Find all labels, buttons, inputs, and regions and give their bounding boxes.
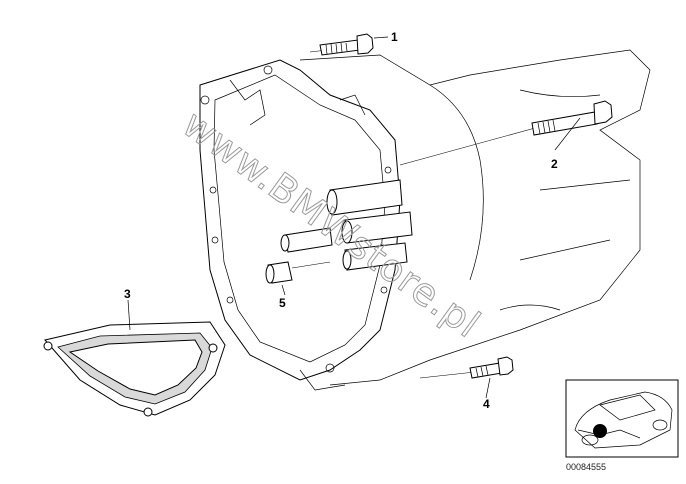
- part-4-short-bolt: [469, 356, 514, 399]
- callout-1: 1: [391, 30, 398, 44]
- part-5-dowel-sleeve: [265, 261, 293, 296]
- location-thumbnail: 00084555: [565, 379, 679, 472]
- part-3-cover-plate: [43, 299, 226, 417]
- callout-2: 2: [551, 157, 558, 171]
- bell-housing: [199, 59, 401, 391]
- reference-number: 00084555: [566, 462, 606, 472]
- part-2-long-bolt: [531, 100, 613, 151]
- part-1-hex-bolt: [319, 33, 389, 56]
- callout-4: 4: [483, 397, 490, 411]
- gearbox-casing: [299, 49, 651, 386]
- callout-5: 5: [279, 296, 286, 310]
- callout-3: 3: [124, 287, 131, 301]
- car-location-icon: [574, 391, 673, 449]
- input-shaft: [280, 179, 413, 271]
